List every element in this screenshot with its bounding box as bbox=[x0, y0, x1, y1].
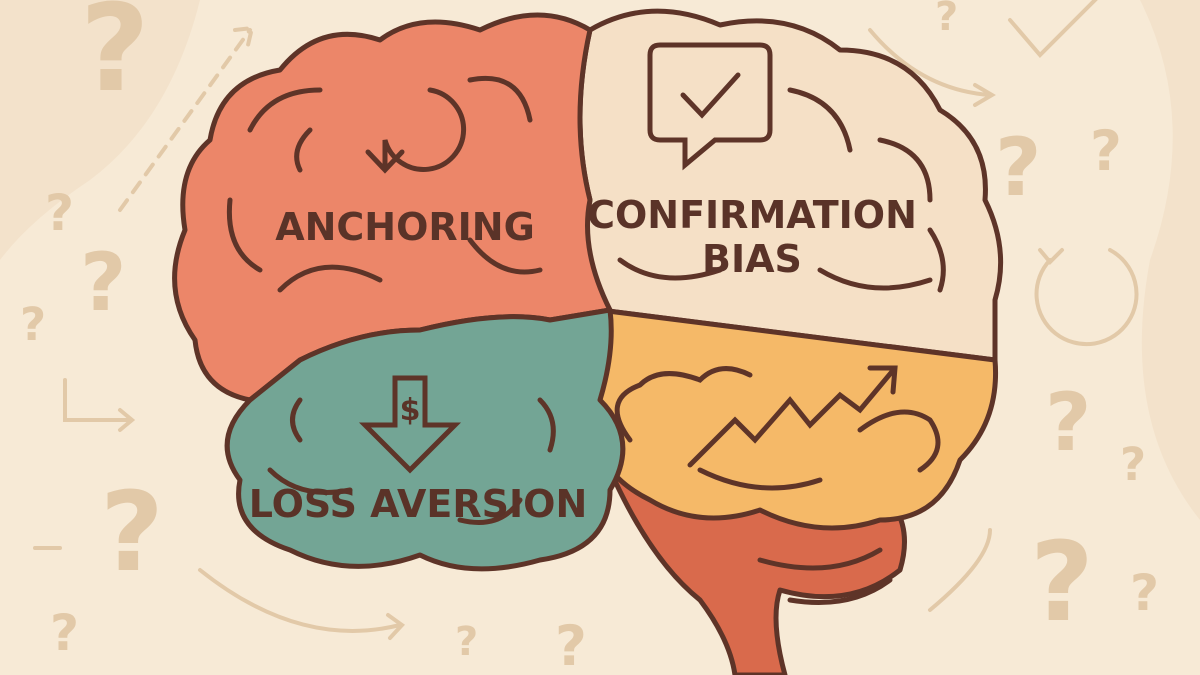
question-mark-icon: ? bbox=[45, 184, 74, 242]
question-mark-icon: ? bbox=[935, 0, 958, 40]
cerebellum-folds bbox=[757, 547, 893, 605]
question-mark-icon: ? bbox=[1045, 376, 1091, 469]
question-mark-icon: ? bbox=[80, 236, 126, 329]
question-mark-icon: ? bbox=[50, 604, 79, 662]
question-mark-icon: ? bbox=[1090, 119, 1122, 183]
dollar-down-arrow-icon: $ bbox=[358, 375, 462, 474]
confirmation-bias-region bbox=[577, 8, 1004, 363]
curved-arrow-icon bbox=[198, 568, 406, 640]
cycle-arrow-icon bbox=[1034, 248, 1139, 347]
question-mark-icon: ? bbox=[20, 298, 46, 351]
confirmation-bias-label-line1: CONFIRMATION bbox=[587, 193, 917, 237]
bent-arrow-icon bbox=[63, 378, 136, 432]
question-mark-icon: ? bbox=[100, 468, 164, 596]
question-mark-icon: ? bbox=[1030, 518, 1094, 646]
decorative-arrows bbox=[33, 0, 1139, 640]
question-mark-icon: ? bbox=[455, 619, 478, 665]
zigzag-up-arrow-icon bbox=[687, 365, 898, 468]
brain-folds bbox=[226, 75, 946, 525]
question-mark-icon: ? bbox=[80, 0, 150, 119]
speech-bubble-check-icon bbox=[647, 42, 773, 171]
question-mark-icon: ? bbox=[995, 121, 1041, 214]
background-blob bbox=[1140, 0, 1200, 520]
question-mark-icon: ? bbox=[555, 614, 587, 675]
question-mark-icon: ? bbox=[1130, 564, 1159, 622]
curved-arrow-icon bbox=[928, 528, 992, 612]
dashed-arrow-icon bbox=[118, 25, 255, 212]
loss-aversion-label: LOSS AVERSION bbox=[249, 482, 588, 526]
loss-aversion-region bbox=[224, 307, 626, 572]
svg-text:$: $ bbox=[400, 393, 421, 428]
background-blob bbox=[0, 0, 200, 260]
question-mark-icon: ? bbox=[1120, 438, 1146, 491]
curved-arrow-icon bbox=[868, 28, 996, 107]
anchoring-label: ANCHORING bbox=[275, 205, 535, 249]
confirmation-bias-label-line2: BIAS bbox=[702, 237, 802, 281]
curved-down-arrow-icon bbox=[365, 87, 467, 174]
checkmark-icon bbox=[1008, 0, 1098, 58]
anchoring-region bbox=[172, 12, 613, 403]
question-mark-decorations: ? ? ? ? ? ? ? ? ? ? ? ? ? ? ? bbox=[20, 0, 1159, 675]
